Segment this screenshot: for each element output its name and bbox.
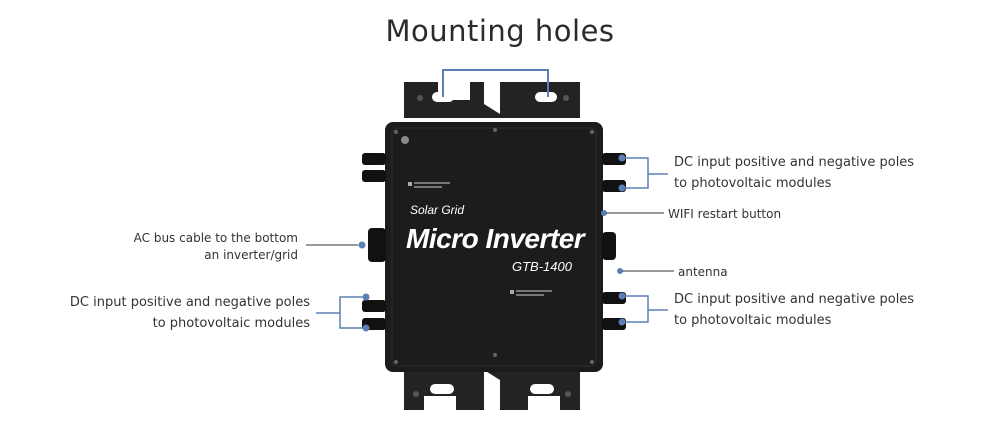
device-product: Micro Inverter	[406, 223, 585, 254]
mounting-hole-bottom-right	[530, 384, 554, 394]
label-dc-top-right: DC input positive and negative poles to …	[674, 155, 915, 191]
mounting-hole-bottom-left	[430, 384, 454, 394]
ac-bus-connector	[368, 228, 386, 262]
diagram-title: Mounting holes	[385, 14, 615, 48]
label-ac-bus-cable: AC bus cable to the bottom an inverter/g…	[133, 231, 298, 262]
label-antenna: antenna	[678, 265, 728, 279]
mounting-plate	[404, 82, 580, 118]
mounting-hole-top-right	[535, 92, 557, 102]
device-model: GTB-1400	[512, 259, 572, 274]
label-dc-left: DC input positive and negative poles to …	[69, 295, 310, 331]
callout-dc-bottom-right	[622, 295, 649, 323]
device-brand: Solar Grid	[410, 203, 465, 217]
inverter-body	[385, 122, 603, 372]
label-dc-bottom-right: DC input positive and negative poles to …	[674, 292, 915, 328]
label-wifi-restart-button: WIFI restart button	[668, 207, 782, 221]
antenna-connector	[602, 232, 616, 260]
dc-connectors-left-top	[362, 153, 386, 182]
mounting-holes-bracket	[442, 69, 549, 97]
callout-dc-top-right	[622, 157, 649, 189]
